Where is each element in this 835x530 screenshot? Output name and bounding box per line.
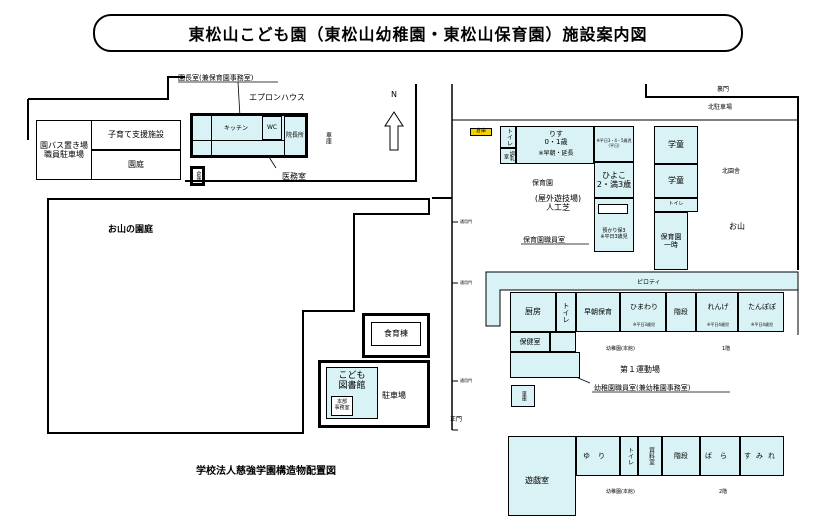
risu-label: りす 0・1歳 [544,130,568,147]
west-gate-1: 通用門 [460,219,472,224]
storage-room: 倉庫 [190,166,205,186]
himawari-note: ※平日3歳児 [633,322,655,327]
apron-house-label: エプロンハウス [249,93,305,102]
garden: 園庭 [91,150,181,180]
west-gate-2: 通用門 [460,280,472,285]
corridor-cell [550,332,576,352]
caption: 学校法人慈強学園構造物配置図 [196,466,336,477]
garage2-room: 車庫 [511,385,535,407]
staff-room-box [598,204,628,214]
wc-room: WC [262,116,282,140]
kinder-main-label: 幼稚園(本館) [606,346,635,352]
renge-label: れんげ [707,303,729,311]
risu-note: ※早朝・延長 [538,150,574,157]
shokuiku-room: 食育棟 [371,322,421,346]
mountain-garden: お山の園庭 [108,225,154,235]
medical-room-label: 医務室 [282,172,306,181]
renge-room: れんげ ※平日4歳児 [696,292,738,332]
tanpopo-label: たんぽぽ [748,303,776,311]
library-building [318,360,430,428]
stairs-room: 階段 [666,292,696,332]
small-toilet: トイレ [654,198,698,212]
yuri-room: ゆり [576,436,620,476]
kinder-staff-room [510,352,580,378]
hiyoko-room: ひよこ 2・満3歳 [594,162,634,198]
sumire-room: すみれ [740,436,784,476]
pilotis-label: ピロティ [637,279,661,286]
tanpopo-room: たんぽぽ ※平日4歳児 [738,292,784,332]
storeroom: 倉庫 [470,128,492,136]
materials-room: 資料室 [638,436,662,476]
playroom [508,436,576,516]
north-label: N [391,90,397,99]
floor1-label: 1階 [722,346,731,352]
infant-room: ※平日3・4・5歳児（平日） [594,126,634,162]
kinder-staff-label: 幼稚園職員室(兼幼稚園事務室) [594,384,691,392]
early-care-room: 早朝保育 [576,292,620,332]
north-parking-label: 北駐車場 [708,104,733,111]
library-label: こども 図書館 [338,371,366,392]
apron-cell-1 [192,115,212,156]
main-gate-label: 正門 [450,416,463,423]
kitchen2-room: 厨房 [510,292,556,332]
health-room: 保健室 [510,332,550,352]
tanpopo-note: ※平日4歳児 [751,322,773,327]
oyama-label: お山 [729,222,745,231]
apron-divider [192,140,284,141]
toilet2-room: トイレ [556,292,576,332]
back-gate-label: 裏門 [717,86,730,93]
himawari-room: ひまわり ※平日3歳児 [620,292,666,332]
director-room-label: 園長室(兼保育園事務室) [178,74,254,82]
hoikuen-label: 保育園 [532,179,553,187]
director-room: 院長所 [284,116,306,156]
west-gate-3: 通用門 [460,378,472,383]
azukari-room: 預かり保3 ※平日3歳児 [600,228,628,240]
kinder-main2-label: 幼稚園(本館) [606,489,635,495]
bara-room: ばら [700,436,740,476]
risu-room: りす 0・1歳 ※早朝・延長 [516,126,594,164]
garage-label: 車庫 [324,132,332,144]
toilet-room: トイレ [500,126,516,148]
bus-parking: 園バス置き場 職員駐車場 [36,120,92,180]
shokuiku-building [362,313,430,358]
gakudou-room-1: 学童 [654,126,698,164]
staff-room-label: 保育園職員室 [523,236,565,244]
page-title: 東松山こども園（東松山幼稚園・東松山保育園）施設案内図 [93,14,743,52]
north-building-label: 北園舎 [722,168,741,175]
support-facility: 子育て支援施設 [91,120,181,150]
himawari-label: ひまわり [630,303,658,311]
nursing-room: 調乳室 [500,148,516,164]
toilet3-room: トイレ [620,436,638,476]
hoikuen-temp-room: 保育園 一時 [654,212,688,270]
library-office: 本部 事務室 [331,396,353,416]
kitchen-room: キッチン [223,124,248,132]
gym-label: 第１運動場 [620,365,660,374]
outdoor-playground: (屋外遊技場) 人工芝 [534,194,582,213]
renge-note: ※平日4歳児 [707,322,729,327]
parking-label: 駐車場 [382,391,406,400]
playroom-label: 遊戯室 [525,476,549,485]
gakudou-room-2: 学童 [654,164,698,198]
floor2-label: 2階 [719,489,728,495]
stairs2-room: 階段 [662,436,700,476]
